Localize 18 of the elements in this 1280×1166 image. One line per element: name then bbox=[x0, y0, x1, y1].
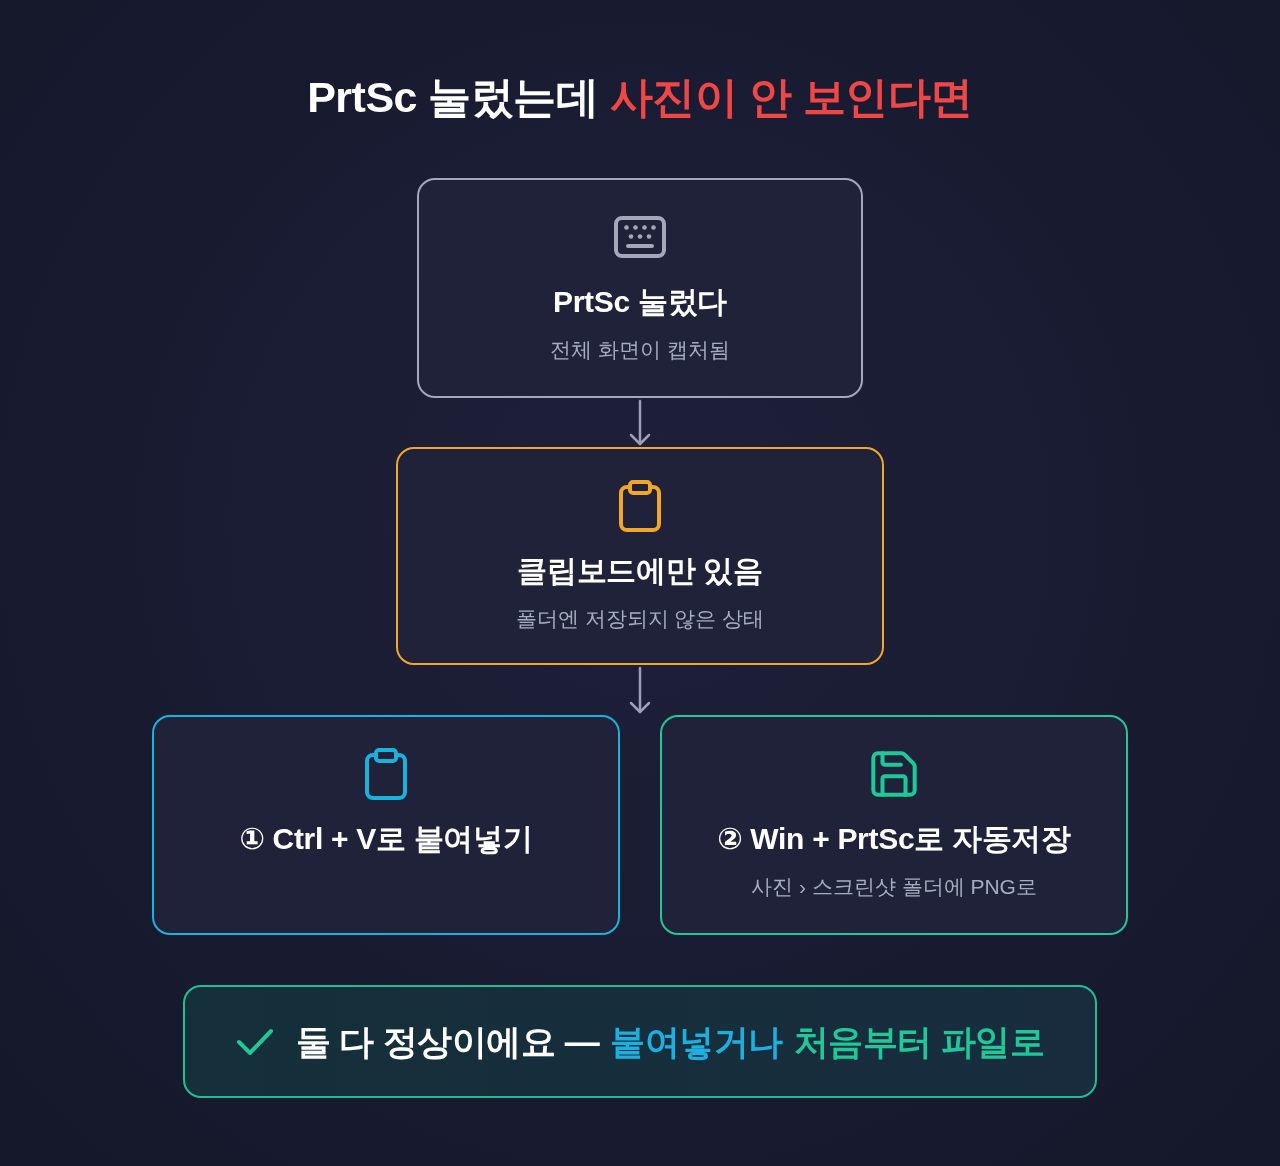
summary-banner bbox=[183, 985, 1097, 1098]
step-description: 폴더엔 저장되지 않은 상태 bbox=[515, 606, 765, 632]
arrow bbox=[629, 666, 651, 714]
step-heading: PrtSc 눌렀다 bbox=[553, 284, 727, 320]
step-card bbox=[396, 447, 884, 665]
summary-text: 둘 다 정상이에요 — bbox=[295, 1020, 600, 1063]
step-card bbox=[152, 715, 620, 935]
page-title: PrtSc 눌렀는데 사진이 안 보인다면 bbox=[307, 72, 973, 123]
arrow bbox=[629, 399, 651, 446]
highlight-text: 처음부터 파일로 bbox=[793, 1020, 1045, 1063]
step-heading: ② Win + PrtSc로 자동저장 bbox=[717, 821, 1071, 857]
step-heading: ① Ctrl + V로 붙여넣기 bbox=[239, 821, 533, 857]
step-card bbox=[417, 178, 863, 398]
step-card bbox=[660, 715, 1128, 935]
step-description: 사진 › 스크린샷 폴더에 PNG로 bbox=[751, 874, 1037, 900]
highlight-text: 붙여넣거나 bbox=[610, 1020, 783, 1063]
step-description: 전체 화면이 캡처됨 bbox=[550, 337, 730, 363]
step-heading: 클립보드에만 있음 bbox=[517, 553, 763, 589]
